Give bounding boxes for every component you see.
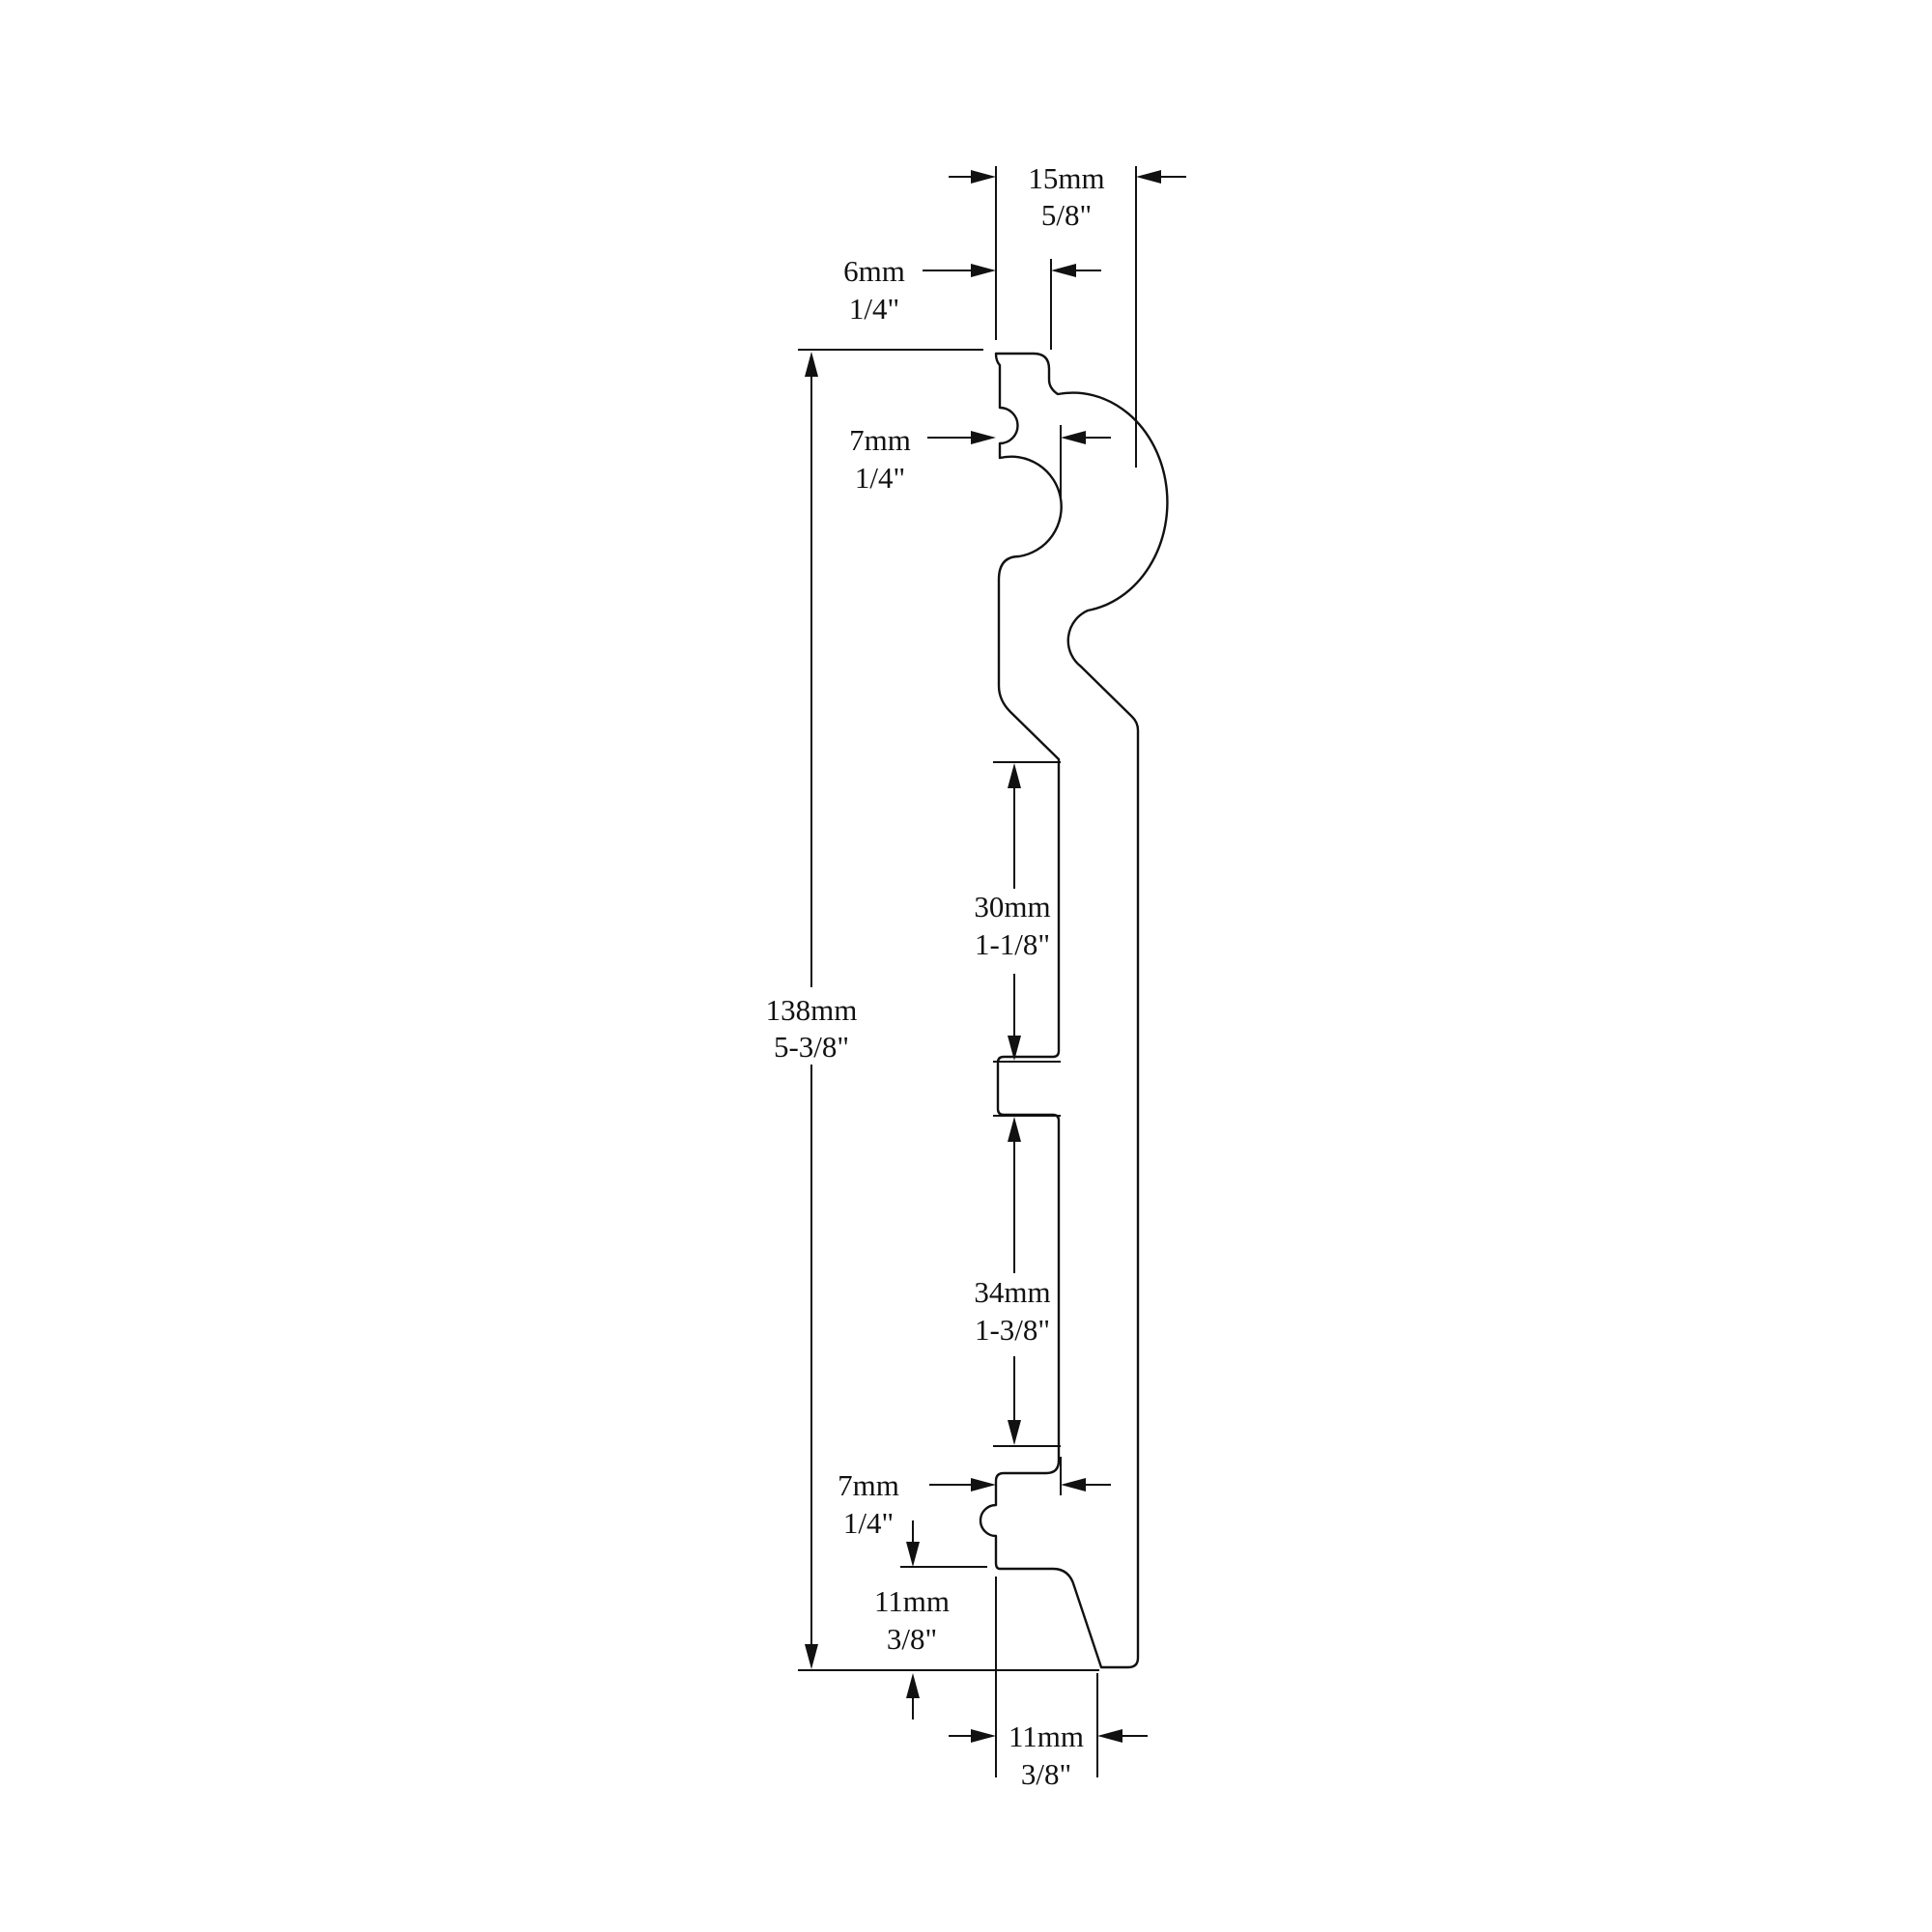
top-width-metric-label: 15mm (1028, 161, 1104, 195)
base-width-imperial-label: 3/8" (1021, 1757, 1071, 1791)
extension-lines (798, 166, 1137, 1777)
upper-flat-imperial-label: 1-1/8" (975, 927, 1050, 961)
base-height-metric-label: 11mm (874, 1584, 950, 1618)
overall-height-imperial-label: 5-3/8" (774, 1030, 849, 1064)
dimension-top-step (923, 264, 1101, 277)
lower-flat-imperial-label: 1-3/8" (975, 1313, 1050, 1347)
upper-bead-metric-label: 7mm (849, 423, 911, 457)
dimension-base-height (906, 1520, 920, 1719)
upper-bead-imperial-label: 1/4" (855, 461, 905, 495)
top-step-imperial-label: 1/4" (849, 292, 899, 326)
overall-height-metric-label: 138mm (766, 993, 858, 1027)
dimension-base-width (949, 1729, 1148, 1743)
upper-flat-metric-label: 30mm (974, 890, 1050, 923)
dimension-lower-flat (1008, 1117, 1021, 1445)
lower-bead-metric-label: 7mm (838, 1468, 899, 1502)
dimension-upper-bead (927, 431, 1111, 444)
dimension-upper-flat (1008, 763, 1021, 1061)
lower-bead-imperial-label: 1/4" (843, 1506, 894, 1540)
dimension-lower-bead (929, 1478, 1111, 1492)
base-width-metric-label: 11mm (1009, 1719, 1084, 1753)
dimension-overall-height (805, 352, 818, 1669)
dimension-top-width (949, 170, 1186, 184)
moulding-profile-outline (979, 352, 1169, 1669)
top-width-imperial-label: 5/8" (1041, 198, 1092, 232)
top-step-metric-label: 6mm (843, 254, 905, 288)
base-height-imperial-label: 3/8" (887, 1622, 937, 1656)
lower-flat-metric-label: 34mm (974, 1275, 1050, 1309)
